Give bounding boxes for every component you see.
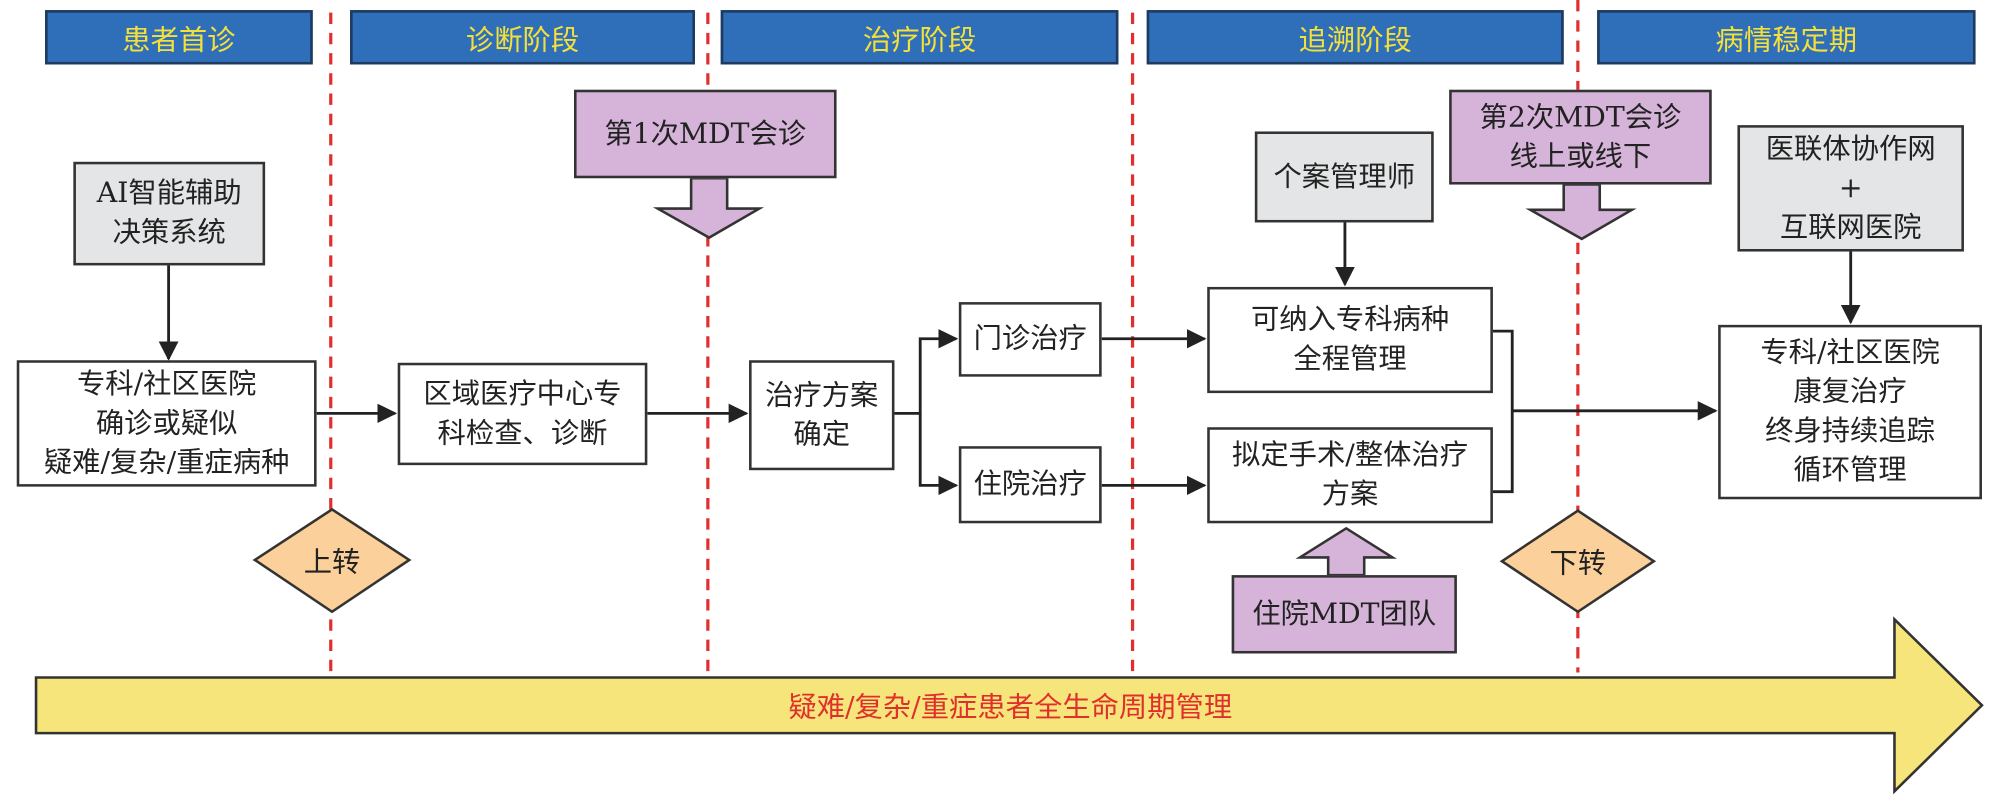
- treatment-plan-line-2: 确定: [793, 419, 851, 451]
- mdt1-down-arrow: [652, 176, 765, 240]
- outpatient-treatment-box: 门诊治疗: [958, 302, 1102, 377]
- mdt-first-consult-label: 第1次MDT会诊: [604, 118, 807, 150]
- stage-header-tracing: 追溯阶段: [1146, 10, 1564, 65]
- specialty-management-line-2: 全程管理: [1293, 343, 1407, 376]
- bracket-merge: [1492, 329, 1514, 494]
- inpatient-mdt-team-label: 住院MDT团队: [1252, 598, 1437, 631]
- surgery-plan-line-2: 方案: [1321, 479, 1379, 511]
- downward-referral-label: 下转: [1549, 548, 1607, 581]
- first-visit-hospital-box: 专科/社区医院 确诊或疑似 疑难/复杂/重症病种: [16, 360, 317, 487]
- case-manager-label: 个案管理师: [1273, 161, 1416, 193]
- outpatient-treatment-label: 门诊治疗: [973, 323, 1087, 356]
- case-manager-box: 个案管理师: [1254, 131, 1434, 223]
- stage-header-diagnosis: 诊断阶段: [350, 10, 695, 65]
- network-line-2: +: [1838, 172, 1863, 205]
- network-line-1: 医联体协作网: [1765, 133, 1936, 165]
- upward-referral-diamond: [252, 507, 412, 614]
- lifecycle-banner-arrow: [34, 616, 1984, 795]
- first-visit-line-1: 专科/社区医院: [76, 368, 257, 401]
- first-visit-line-2: 确诊或疑似: [95, 407, 238, 440]
- rehab-line-1: 专科/社区医院: [1760, 337, 1940, 370]
- inpatient-treatment-box: 住院治疗: [958, 446, 1102, 524]
- rehab-line-3: 终身持续追踪: [1765, 415, 1936, 448]
- stage-header-treatment: 治疗阶段: [720, 10, 1119, 65]
- stage-header-first-visit: 患者首诊: [45, 10, 313, 65]
- regional-center-line-1: 区域医疗中心专: [423, 378, 622, 411]
- arrow-plan-to-outpatient: [894, 329, 959, 415]
- rehab-line-4: 循环管理: [1793, 455, 1907, 487]
- mdt-first-consult-box: 第1次MDT会诊: [574, 89, 837, 179]
- network-hospital-box: 医联体协作网 + 互联网医院: [1737, 125, 1964, 252]
- inpatient-mdt-team-box: 住院MDT团队: [1231, 575, 1457, 654]
- regional-center-box: 区域医疗中心专 科检查、诊断: [397, 362, 648, 466]
- mdt-second-line-2: 线上或线下: [1509, 140, 1652, 173]
- inpatient-mdt-up-arrow: [1295, 526, 1397, 577]
- network-line-3: 互联网医院: [1779, 211, 1922, 244]
- surgery-plan-box: 拟定手术/整体治疗 方案: [1207, 427, 1493, 524]
- arrow-plan-to-inpatient: [918, 413, 959, 496]
- mdt-second-consult-box: 第2次MDT会诊 线上或线下: [1449, 89, 1712, 185]
- lifecycle-banner-label: 疑难/复杂/重症患者全生命周期管理: [788, 692, 1233, 725]
- specialty-management-line-1: 可纳入专科病种: [1250, 304, 1450, 337]
- rehab-management-box: 专科/社区医院 康复治疗 终身持续追踪 循环管理: [1718, 324, 1982, 500]
- mdt-second-line-1: 第2次MDT会诊: [1479, 101, 1682, 134]
- first-visit-line-3: 疑难/复杂/重症病种: [43, 446, 290, 479]
- mdt2-down-arrow: [1525, 183, 1637, 241]
- inpatient-treatment-label: 住院治疗: [973, 468, 1087, 501]
- ai-decision-system-box: AI智能辅助 决策系统: [73, 161, 266, 266]
- ai-decision-system-line-1: AI智能辅助: [96, 178, 242, 210]
- surgery-plan-line-1: 拟定手术/整体治疗: [1232, 439, 1469, 472]
- specialty-management-box: 可纳入专科病种 全程管理: [1207, 286, 1493, 394]
- regional-center-line-2: 科检查、诊断: [437, 417, 608, 450]
- downward-referral-diamond: [1499, 509, 1657, 614]
- rehab-line-2: 康复治疗: [1793, 376, 1907, 409]
- treatment-plan-box: 治疗方案 确定: [749, 360, 895, 471]
- upward-referral-label: 上转: [303, 547, 361, 579]
- ai-decision-system-line-2: 决策系统: [112, 217, 226, 250]
- treatment-plan-line-1: 治疗方案: [765, 379, 879, 412]
- stage-header-stable: 病情稳定期: [1597, 10, 1976, 65]
